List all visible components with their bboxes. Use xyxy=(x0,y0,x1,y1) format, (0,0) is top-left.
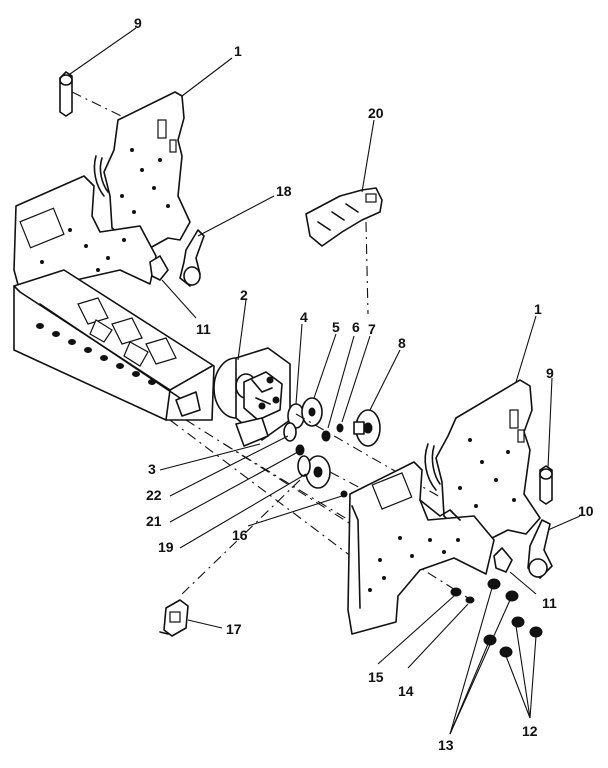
part-11-pin-lower xyxy=(493,547,537,595)
callout-17: 17 xyxy=(226,621,242,637)
callout-19: 19 xyxy=(158,539,174,555)
callout-3: 3 xyxy=(148,461,156,477)
part-11-pin-upper xyxy=(149,255,197,319)
part-10-spring-hook xyxy=(527,519,553,579)
part-2-motor xyxy=(213,347,291,447)
part-15-screw xyxy=(450,587,462,597)
part-17-switch xyxy=(159,599,223,637)
callout-21: 21 xyxy=(146,513,162,529)
callout-5: 5 xyxy=(332,319,340,335)
main-frame-left xyxy=(13,175,215,421)
part-16-pin xyxy=(340,490,348,498)
part-20-bracket xyxy=(305,187,383,315)
part-14-washer xyxy=(465,596,475,604)
callout-15: 15 xyxy=(368,669,384,685)
part-1-side-plate-lower xyxy=(424,379,541,547)
callout-9-top: 9 xyxy=(134,15,142,31)
callout-7: 7 xyxy=(368,321,376,337)
callout-18: 18 xyxy=(276,183,292,199)
part-1-side-plate-upper xyxy=(93,91,191,253)
callout-10: 10 xyxy=(578,503,594,519)
leader-lines xyxy=(69,27,581,735)
callout-4: 4 xyxy=(300,309,308,325)
callout-labels: 9 1 20 18 11 2 4 5 6 7 8 1 9 10 3 22 21 … xyxy=(134,15,594,753)
part-18-spring-hook xyxy=(179,229,205,287)
main-frame-right xyxy=(347,461,495,635)
alignment-axes xyxy=(169,413,481,599)
part-7-clip xyxy=(336,423,344,433)
callout-12: 12 xyxy=(522,723,538,739)
callout-11-lower: 11 xyxy=(542,595,557,611)
callout-11-upper: 11 xyxy=(196,321,211,337)
callout-22: 22 xyxy=(146,487,162,503)
fasteners xyxy=(450,578,543,658)
part-6-washer xyxy=(321,430,331,442)
part-9-pin-right xyxy=(539,465,553,505)
callout-1-lower: 1 xyxy=(534,301,542,317)
callout-6: 6 xyxy=(352,319,360,335)
callout-16: 16 xyxy=(232,527,248,543)
part-21-washer xyxy=(295,444,305,456)
callout-8: 8 xyxy=(398,335,406,351)
callout-13: 13 xyxy=(438,737,454,753)
callout-1-top: 1 xyxy=(234,43,242,59)
part-22-gear xyxy=(283,422,297,442)
callout-2: 2 xyxy=(240,287,248,303)
callout-9-right: 9 xyxy=(546,365,554,381)
callout-14: 14 xyxy=(398,683,414,699)
gear-train xyxy=(283,397,381,498)
callout-20: 20 xyxy=(368,105,384,121)
